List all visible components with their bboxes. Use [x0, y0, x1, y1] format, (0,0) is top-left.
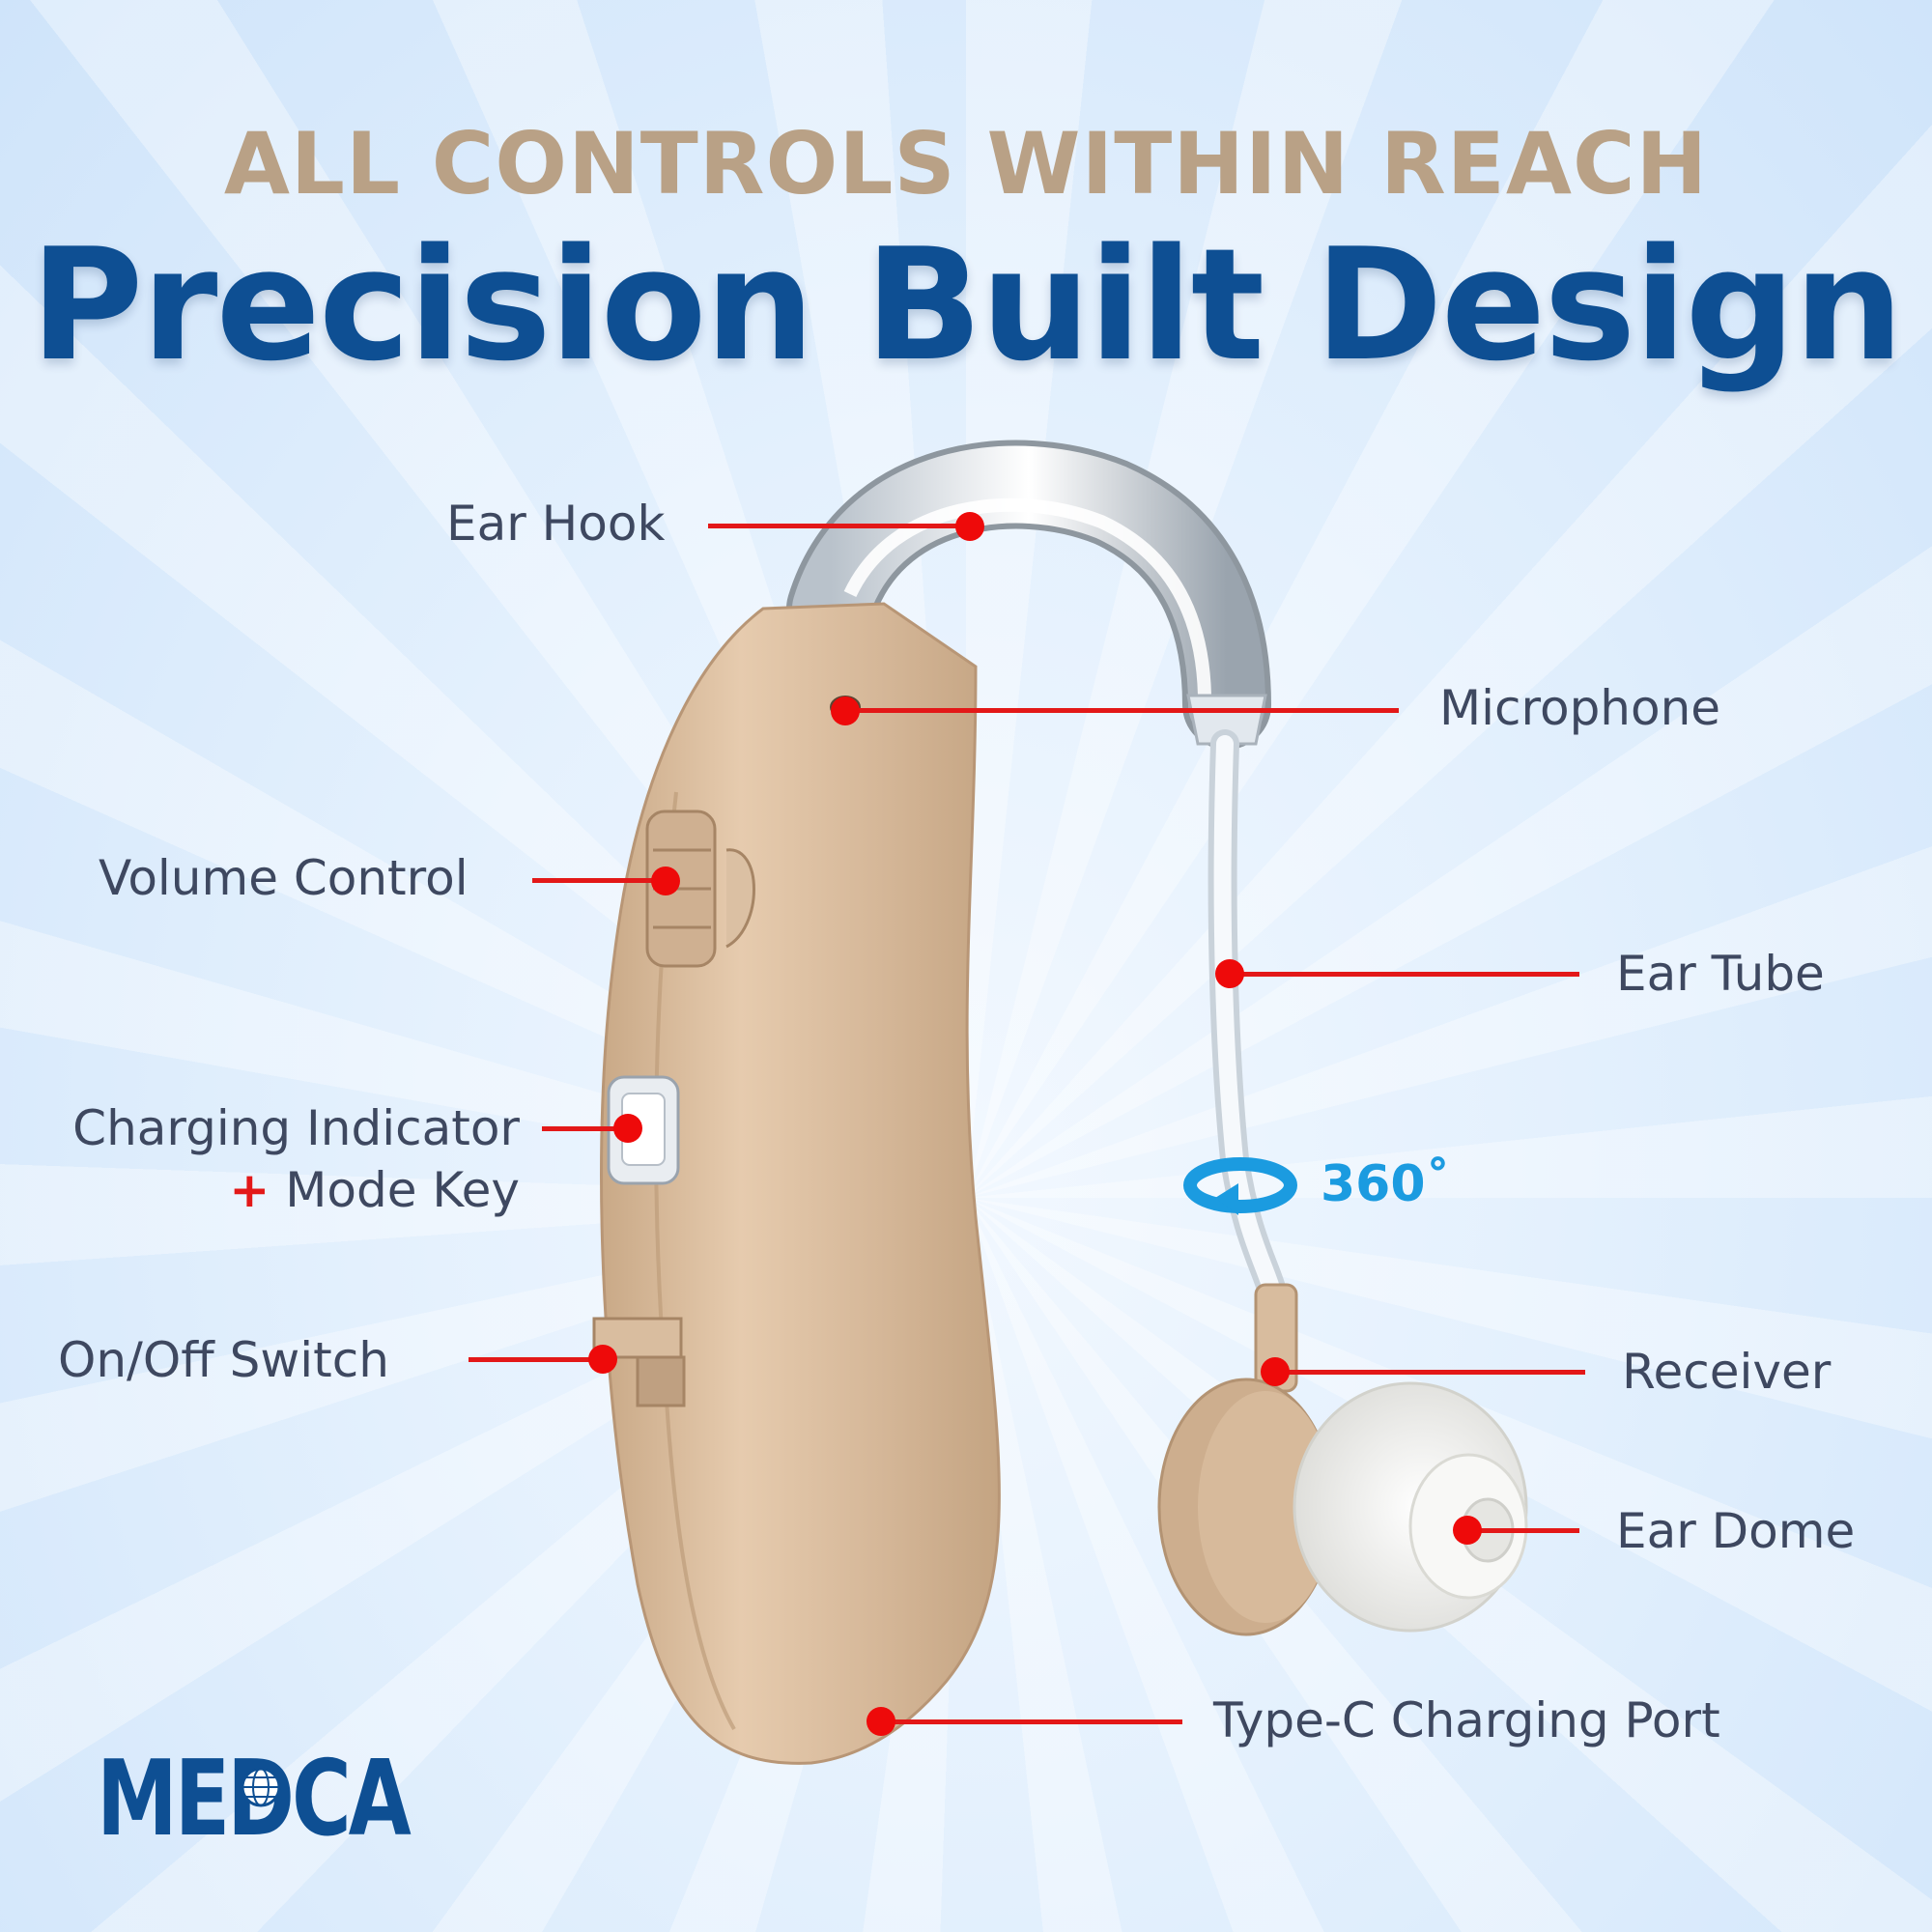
receiver-and-dome: [1157, 1283, 1528, 1636]
callout-microphone-line: [845, 708, 1399, 713]
rotate-360-icon: [1183, 1157, 1297, 1215]
callout-charging-indicator-line: [542, 1126, 628, 1131]
callout-receiver-dot: [1261, 1357, 1290, 1386]
callout-ear-dome-dot: [1453, 1516, 1482, 1545]
page-title: Precision Built Design: [30, 214, 1904, 395]
ear-tube: [1208, 729, 1288, 1309]
callout-ear-hook-line: [708, 524, 969, 528]
rotation-360-label: 360˚: [1321, 1155, 1451, 1213]
callout-mode-key-text: Mode Key: [285, 1162, 520, 1218]
callout-on-off-switch-dot: [588, 1345, 617, 1374]
callout-volume-control-dot: [651, 867, 680, 895]
callout-type-c-port-label: Type-C Charging Port: [1213, 1692, 1720, 1748]
callout-microphone-label: Microphone: [1439, 680, 1721, 736]
callout-on-off-switch-line: [469, 1357, 603, 1362]
callout-ear-hook-dot: [955, 512, 984, 541]
callout-charging-indicator-dot: [613, 1114, 642, 1143]
hearing-aid-body: [592, 602, 1001, 1765]
globe-icon: [241, 1767, 281, 1807]
callout-type-c-port-line: [881, 1719, 1182, 1724]
callout-charging-indicator-label: Charging Indicator: [72, 1100, 520, 1156]
callout-receiver-line: [1275, 1370, 1585, 1375]
eyebrow-heading: ALL CONTROLS WITHIN REACH: [223, 114, 1709, 213]
plus-icon: +: [229, 1162, 270, 1218]
callout-ear-hook-label: Ear Hook: [446, 496, 666, 552]
callout-volume-control-line: [532, 878, 666, 883]
callout-microphone-dot: [831, 696, 860, 725]
callout-ear-dome-line: [1467, 1528, 1579, 1533]
callout-ear-dome-label: Ear Dome: [1616, 1503, 1856, 1559]
callout-on-off-switch-label: On/Off Switch: [58, 1332, 389, 1388]
callout-type-c-port-dot: [867, 1707, 895, 1736]
callout-volume-control-label: Volume Control: [99, 850, 469, 906]
callout-receiver-label: Receiver: [1622, 1344, 1832, 1400]
callout-mode-key-label: + Mode Key: [229, 1166, 520, 1214]
callout-ear-tube-line: [1230, 972, 1579, 977]
callout-ear-tube-label: Ear Tube: [1616, 946, 1825, 1002]
callout-ear-tube-dot: [1215, 959, 1244, 988]
